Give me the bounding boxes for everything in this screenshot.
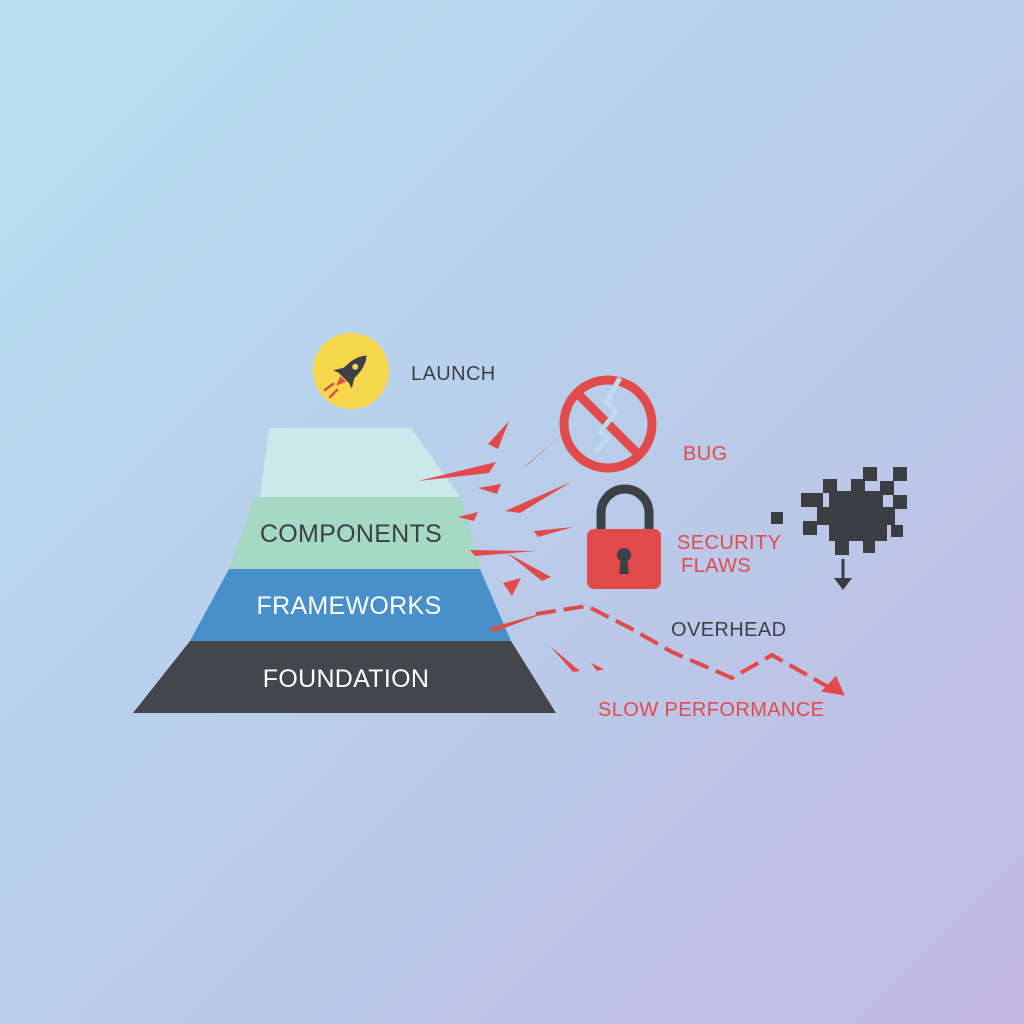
pyramid [133, 428, 556, 713]
tier-label-foundation: FOUNDATION [263, 665, 429, 693]
padlock-keyhole-slot [619, 558, 629, 574]
crack-shards [418, 421, 604, 672]
overhead-label: OVERHEAD [671, 619, 786, 641]
pixel-glitch-icon [771, 467, 907, 555]
tier-label-frameworks: FRAMEWORKS [257, 592, 442, 620]
prohibition-ring [559, 375, 657, 473]
security-label-line2: FLAWS [681, 555, 751, 577]
tier-label-components: COMPONENTS [260, 520, 442, 548]
launch-badge [313, 333, 389, 409]
pyramid-tier-frameworks [190, 569, 511, 641]
padlock-shackle [596, 484, 654, 531]
padlock-icon [587, 484, 661, 589]
glitch-down-arrow-icon [834, 559, 852, 590]
pyramid-tier-components [229, 497, 480, 569]
slow-performance-label: SLOW PERFORMANCE [598, 699, 824, 721]
pyramid-tier-foundation [133, 641, 556, 713]
pyramid-tier-top [260, 428, 460, 497]
bug-label: BUG [683, 443, 728, 465]
broken-prohibition-icon [559, 375, 657, 473]
rocket-icon [333, 355, 367, 389]
trend-arrowhead [821, 675, 845, 696]
security-label-line1: SECURITY [677, 532, 781, 554]
rocket-flame-lines [323, 382, 339, 399]
downward-trend-arrow-icon [535, 604, 845, 696]
launch-label: LAUNCH [411, 363, 496, 385]
prohibition-crack [594, 376, 623, 454]
trend-line [535, 604, 831, 690]
padlock-keyhole [617, 548, 631, 562]
